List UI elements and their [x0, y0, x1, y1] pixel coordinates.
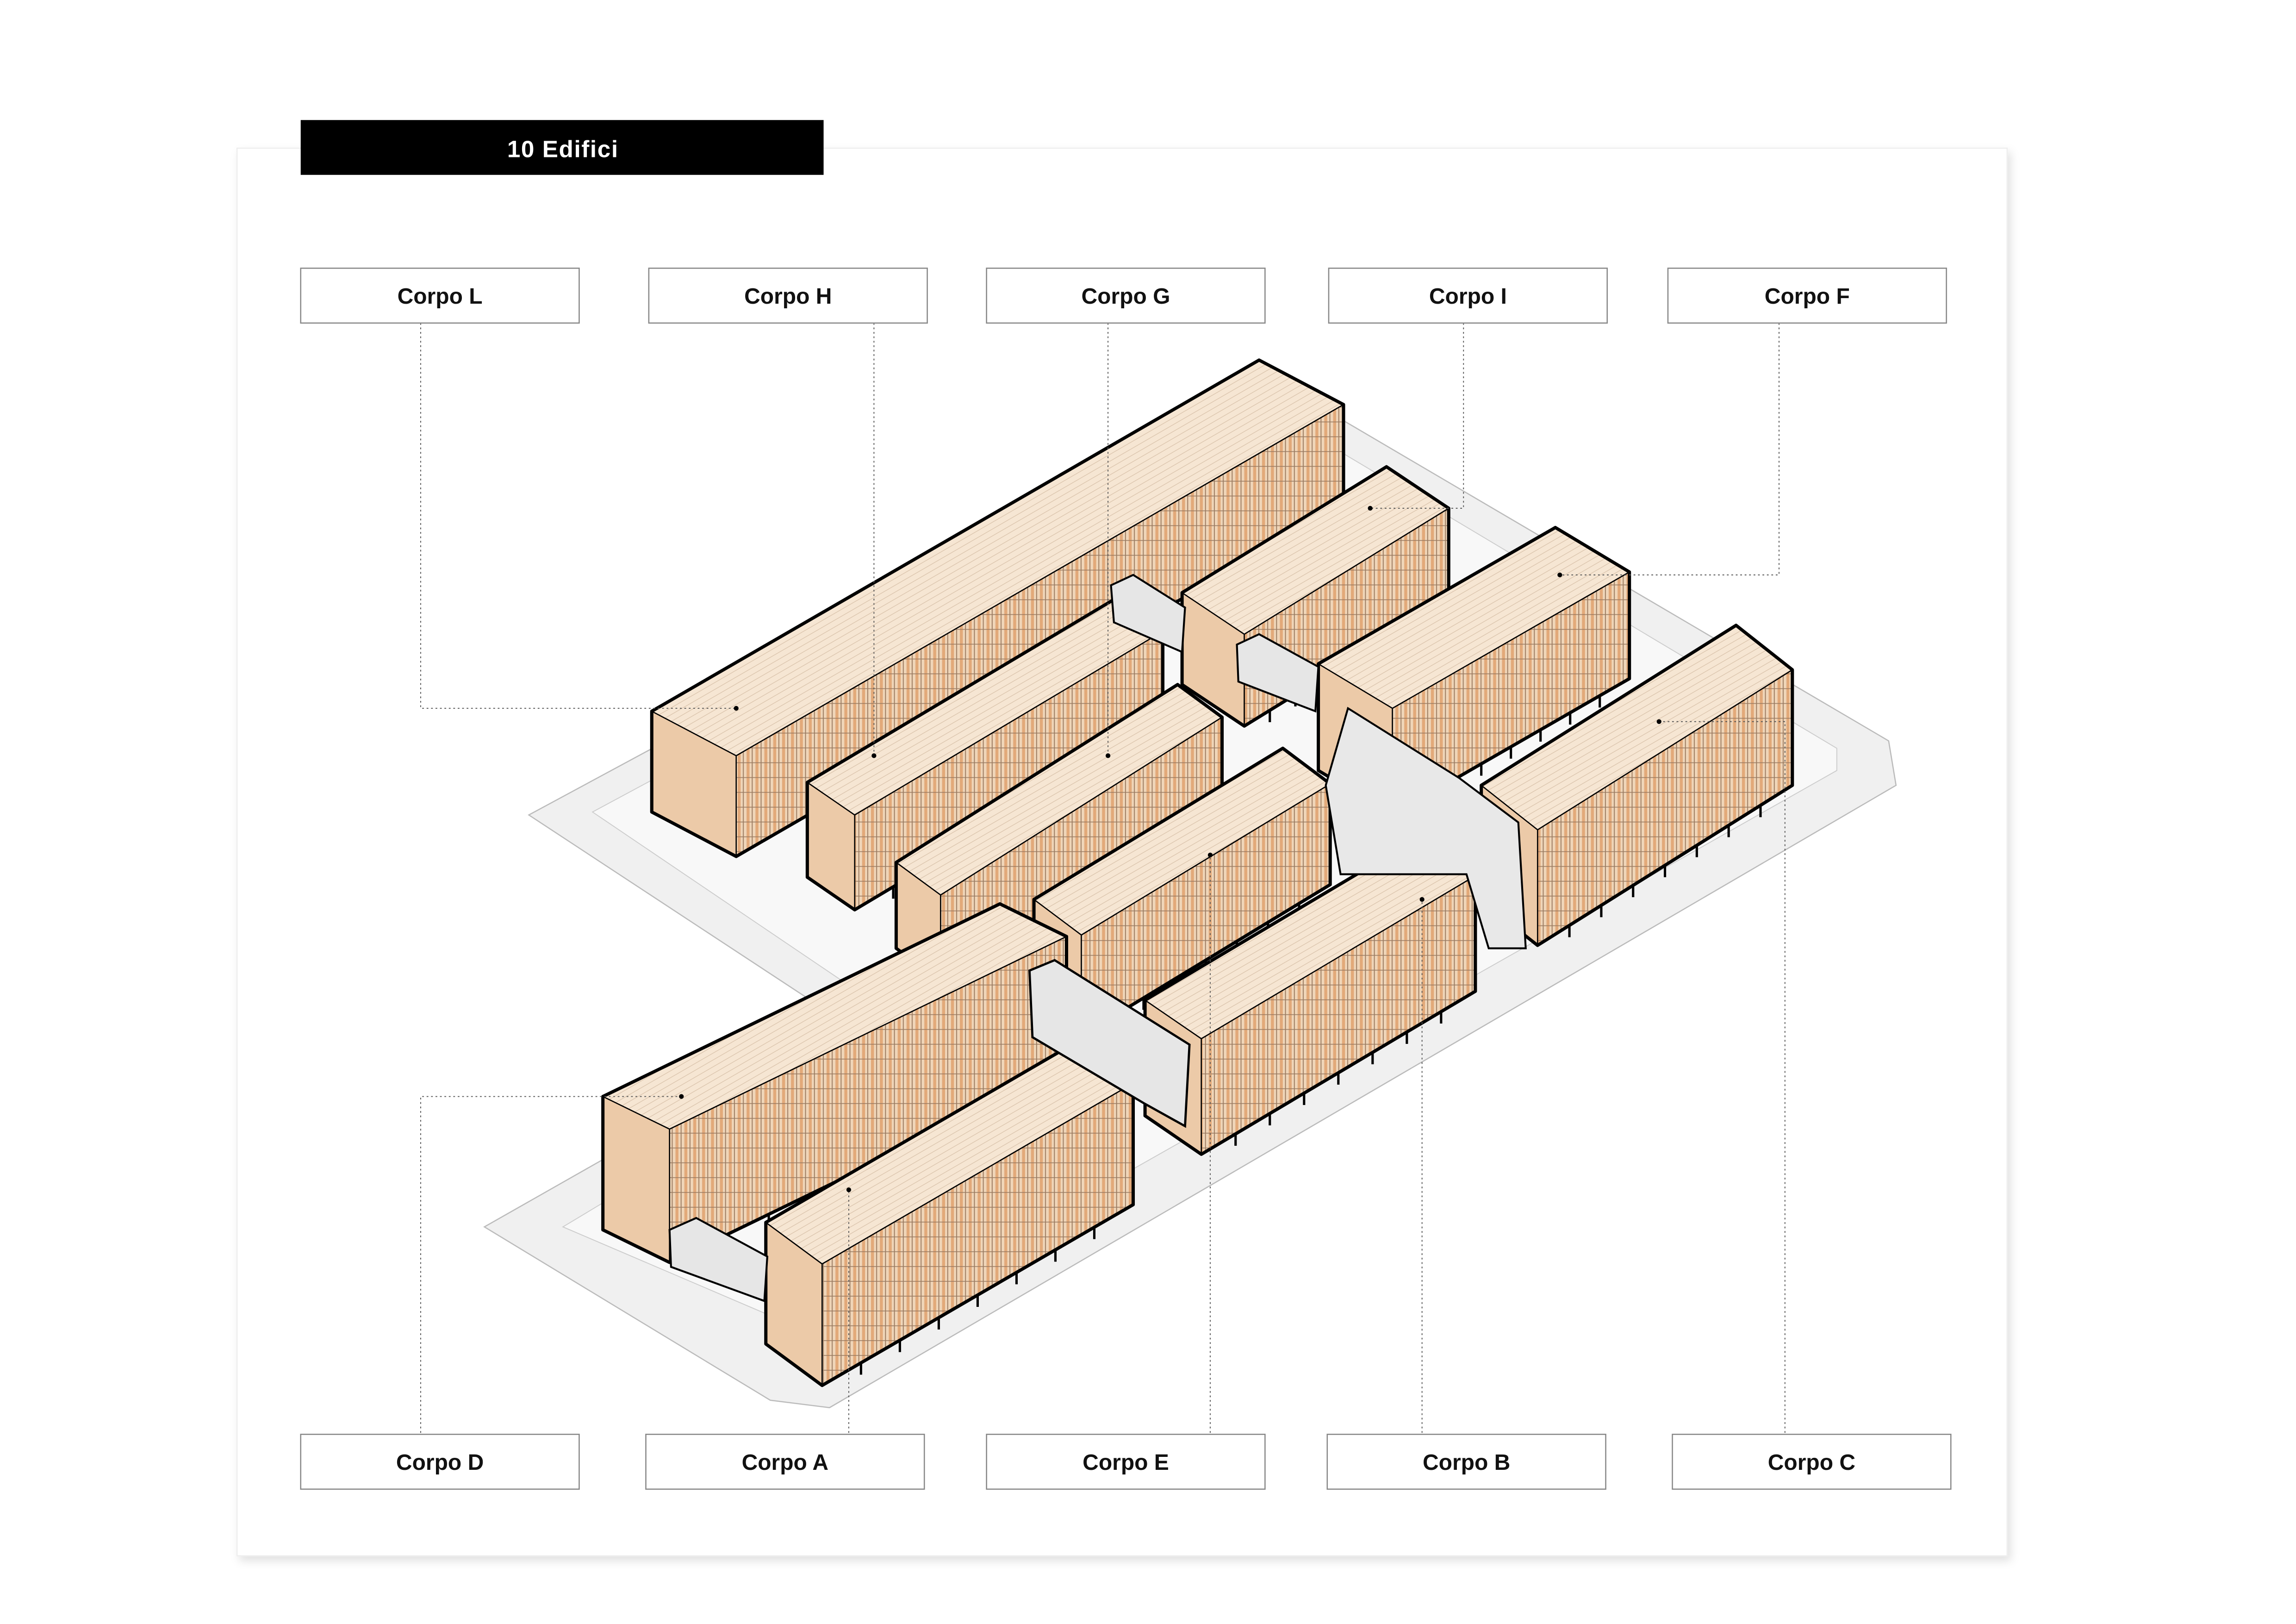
label-text: Corpo C	[1768, 1450, 1855, 1475]
page-title: 10 Edifici	[507, 136, 619, 162]
label-box	[645, 1433, 925, 1490]
label-text: Corpo G	[1081, 284, 1170, 309]
corpo-e-target-dot	[1207, 852, 1213, 857]
corpo-l-leader-line	[420, 319, 736, 709]
corpo-i-leader-line	[1370, 319, 1464, 509]
label-corpo-i: Corpo I	[1328, 268, 1608, 324]
label-corpo-b: Corpo B	[1326, 1433, 1606, 1490]
corpo-d-target-dot	[679, 1094, 684, 1099]
label-box	[648, 268, 928, 324]
corpo-h-target-dot	[871, 753, 877, 758]
label-box	[986, 268, 1266, 324]
label-box	[300, 268, 580, 324]
corpo-c-target-dot	[1656, 719, 1661, 724]
label-box	[986, 1433, 1266, 1490]
label-box	[1667, 268, 1947, 324]
bridge-i-f	[1236, 633, 1319, 713]
label-text: Corpo D	[396, 1450, 484, 1475]
label-text: Corpo F	[1765, 284, 1850, 309]
corpo-i-target-dot	[1368, 506, 1373, 511]
building-outline	[1317, 525, 1631, 817]
building-labels: Corpo L Corpo H Corpo G Corpo I Corpo F Corpo…	[300, 268, 1952, 1490]
label-text: Corpo B	[1423, 1450, 1510, 1475]
bridge-a-b	[1028, 959, 1191, 1128]
corpo-g-target-dot	[1105, 753, 1111, 758]
label-text: Corpo E	[1083, 1450, 1169, 1475]
central-connector	[1325, 706, 1527, 949]
bridge-g-i	[1110, 574, 1186, 654]
corpo-l-target-dot	[734, 706, 739, 711]
corpo-a-target-dot	[846, 1187, 852, 1193]
label-text: Corpo H	[744, 284, 832, 309]
title-bar: 10 Edifici	[300, 120, 824, 175]
label-box	[1328, 268, 1608, 324]
corpo-f-leader-line	[1560, 319, 1780, 575]
corpo-f-target-dot	[1557, 572, 1562, 578]
label-corpo-c: Corpo C	[1672, 1433, 1952, 1490]
label-text: Corpo A	[742, 1450, 829, 1475]
label-box	[1326, 1433, 1606, 1490]
label-corpo-f: Corpo F	[1667, 268, 1947, 324]
label-corpo-l: Corpo L	[300, 268, 580, 324]
bridge-d-a	[668, 1217, 769, 1303]
label-text: Corpo L	[398, 284, 483, 309]
label-corpo-a: Corpo A	[645, 1433, 925, 1490]
label-corpo-e: Corpo E	[986, 1433, 1266, 1490]
label-box	[1672, 1433, 1952, 1490]
bridges	[668, 574, 1527, 1303]
label-text: Corpo I	[1429, 284, 1507, 309]
label-corpo-h: Corpo H	[648, 268, 928, 324]
corpo-c-leader-line	[1659, 721, 1786, 1437]
label-corpo-g: Corpo G	[986, 268, 1266, 324]
corpo-b-target-dot	[1419, 897, 1425, 902]
label-box	[300, 1433, 580, 1490]
label-corpo-d: Corpo D	[300, 1433, 580, 1490]
